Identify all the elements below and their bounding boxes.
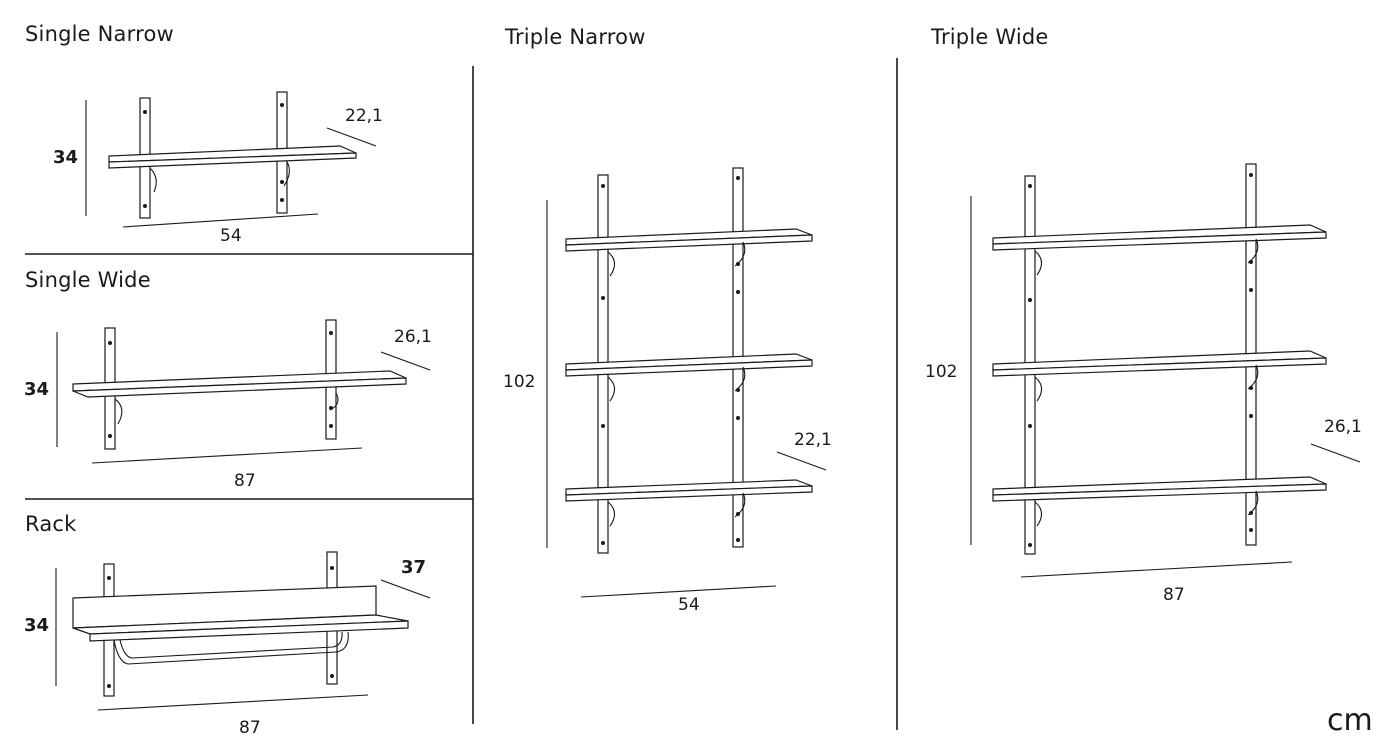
screw-dot [330, 674, 334, 678]
screw-dot [736, 538, 740, 542]
screw-dot [108, 434, 112, 438]
triple-narrow-drawing [546, 167, 827, 598]
depth-dimension-line [1310, 443, 1361, 463]
width-dimension-line [97, 694, 369, 711]
towel-rail-inner [119, 631, 343, 659]
single-wide-depth-label: 26,1 [394, 327, 432, 347]
triple-wide-title: Triple Wide [931, 25, 1049, 49]
screw-dot [107, 576, 111, 580]
screw-dot [280, 180, 284, 184]
single-wide-height-label: 34 [24, 379, 50, 400]
triple-narrow-height-label: 102 [503, 372, 536, 392]
screw-dot [736, 388, 740, 392]
triple-wide-width-label: 87 [1163, 585, 1185, 605]
single-wide-width-label: 87 [234, 471, 256, 491]
single-wide-drawing [56, 319, 431, 464]
shelf-board-front [565, 485, 813, 502]
screw-dot [143, 110, 147, 114]
width-dimension-line [580, 585, 777, 598]
screw-dot [280, 198, 284, 202]
towel-rail [113, 631, 349, 665]
screw-dot [1249, 288, 1253, 292]
width-dimension-line [91, 447, 363, 464]
screw-dot [736, 290, 740, 294]
bracket [607, 376, 616, 402]
screw-dot [329, 406, 333, 410]
screw-dot [329, 331, 333, 335]
screw-dot [1249, 260, 1253, 264]
screw-dot [1249, 511, 1253, 515]
screw-dot [1249, 528, 1253, 532]
screw-dot [601, 541, 605, 545]
triple-narrow-width-label: 54 [678, 595, 700, 615]
single-narrow-width-label: 54 [220, 226, 242, 246]
screw-dot [1249, 414, 1253, 418]
bracket [1034, 250, 1043, 276]
triple-narrow-title: Triple Narrow [505, 25, 646, 49]
bracket [283, 161, 290, 187]
shelf-board-front [565, 359, 813, 377]
rack-title: Rack [25, 512, 77, 536]
single-narrow-depth-label: 22,1 [345, 106, 383, 126]
single-wide-title: Single Wide [25, 268, 151, 292]
bracket [1034, 501, 1043, 527]
bracket [607, 251, 616, 277]
screw-dot [1028, 543, 1032, 547]
triple-narrow-depth-label: 22,1 [794, 430, 832, 450]
screw-dot [601, 184, 605, 188]
screw-dot [1028, 298, 1032, 302]
shelf-board-front [565, 234, 813, 252]
screw-dot [601, 424, 605, 428]
rack-depth-label: 37 [401, 557, 427, 578]
rack-width-label: 87 [239, 718, 261, 738]
screw-dot [143, 204, 147, 208]
rack-height-label: 34 [24, 615, 50, 636]
screw-dot [1028, 184, 1032, 188]
depth-dimension-line [380, 579, 431, 599]
screw-dot [280, 103, 284, 107]
width-dimension-line [122, 213, 319, 228]
screw-dot [736, 512, 740, 516]
screw-dot [736, 416, 740, 420]
rack-drawing [55, 551, 431, 711]
screw-dot [108, 341, 112, 345]
depth-dimension-line [776, 451, 827, 471]
single-narrow-height-label: 34 [53, 147, 79, 168]
screw-dot [329, 424, 333, 428]
single-narrow-title: Single Narrow [25, 22, 174, 46]
screw-dot [1249, 386, 1253, 390]
screw-dot [736, 262, 740, 266]
bracket [149, 167, 157, 193]
depth-dimension-line [326, 127, 377, 147]
shelf-board-front [992, 357, 1327, 377]
triple-wide-drawing [970, 163, 1361, 578]
shelf-board-front [89, 620, 409, 642]
bracket [1034, 376, 1043, 402]
width-dimension-line [1020, 561, 1293, 578]
shelf-board-front [992, 231, 1327, 251]
triple-wide-depth-label: 26,1 [1324, 417, 1362, 437]
bracket [607, 501, 616, 527]
depth-dimension-line [380, 351, 431, 371]
screw-dot [107, 684, 111, 688]
triple-wide-height-label: 102 [925, 362, 958, 382]
shelf-board-front [992, 483, 1327, 502]
screw-dot [601, 296, 605, 300]
single-narrow-drawing [85, 91, 377, 228]
screw-dot [1249, 173, 1253, 177]
screw-dot [330, 566, 334, 570]
unit-label: cm [1327, 703, 1373, 738]
screw-dot [736, 176, 740, 180]
shelf-board-front [72, 377, 407, 398]
shelf-board-front [108, 152, 357, 169]
screw-dot [1028, 424, 1032, 428]
bracket [114, 398, 123, 425]
